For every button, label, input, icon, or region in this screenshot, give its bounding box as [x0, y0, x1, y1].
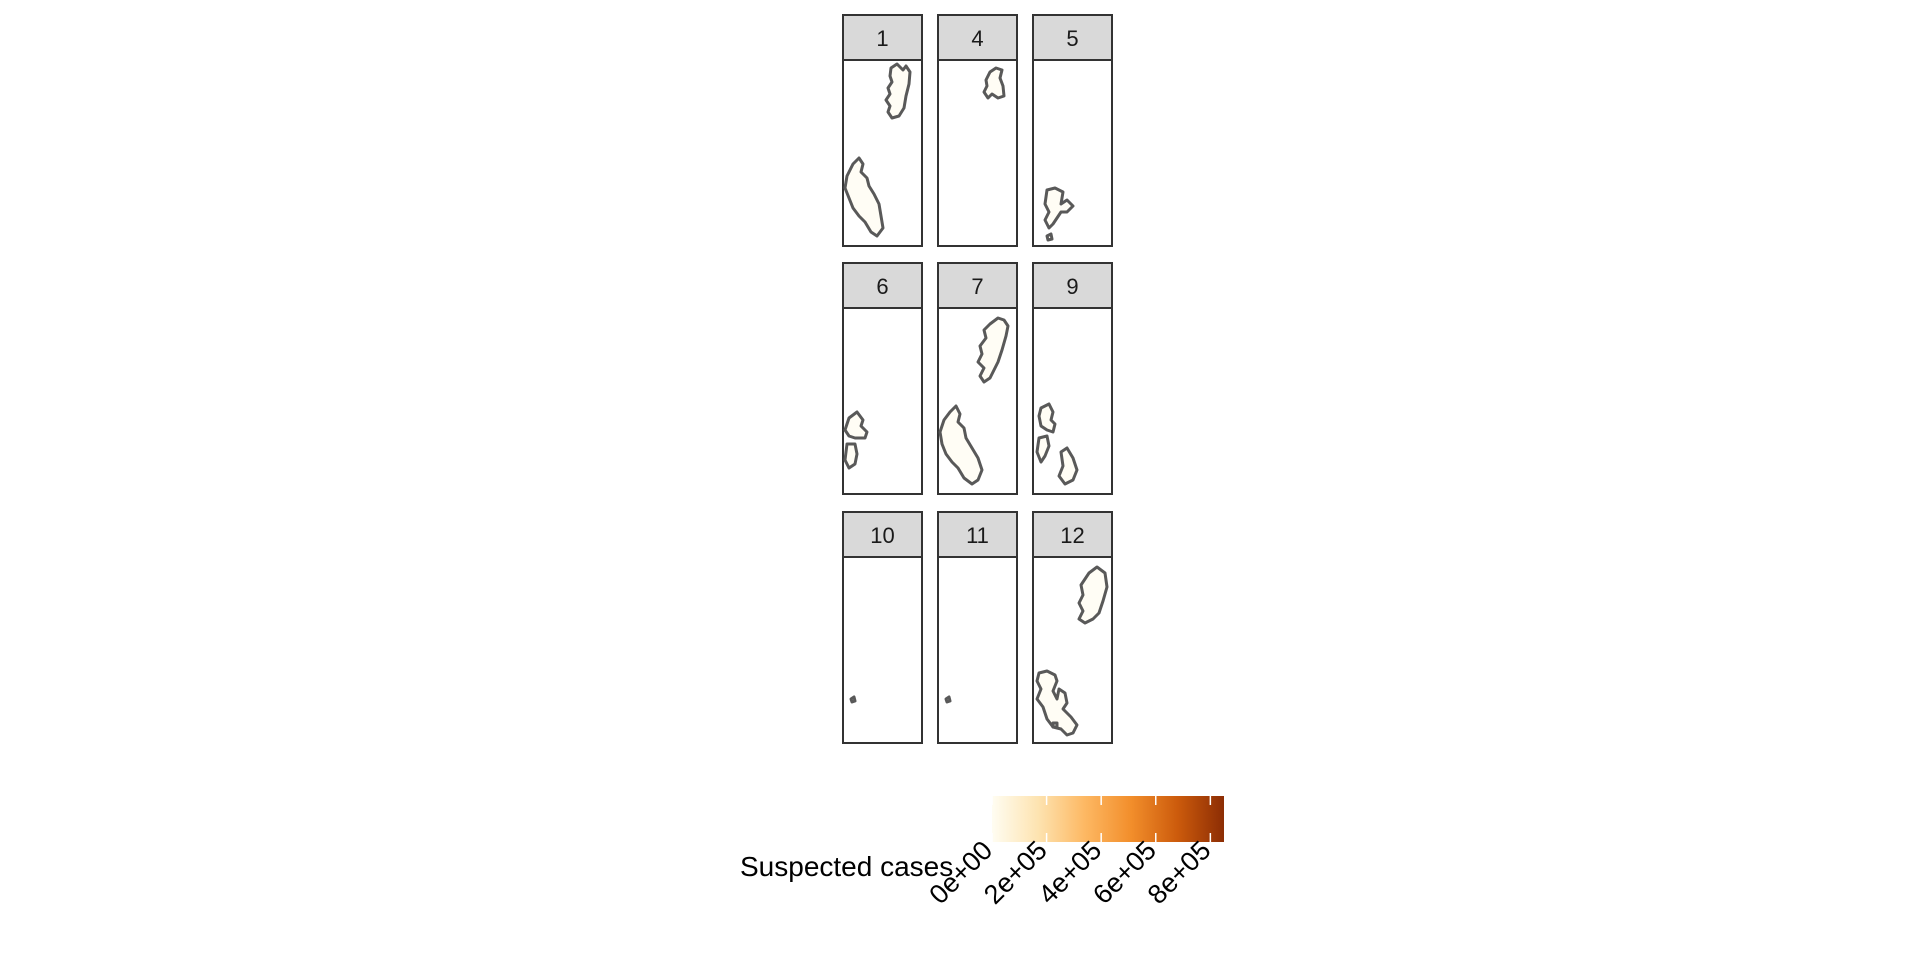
facet-label: 9	[1066, 274, 1078, 299]
facet-panel: 5	[1032, 14, 1113, 247]
facet-panel: 9	[1032, 262, 1113, 495]
region-outline	[944, 695, 952, 704]
region-outline	[1043, 186, 1075, 230]
facet-panel: 1	[842, 14, 923, 247]
region-outline	[1035, 434, 1051, 464]
facet-panel: 4	[937, 14, 1018, 247]
facet-panel: 7	[937, 262, 1018, 495]
facet-strip	[1032, 262, 1113, 309]
region-outline	[976, 316, 1010, 384]
region-outline	[1057, 446, 1079, 486]
facet-label: 11	[966, 523, 989, 548]
facet-strip	[937, 511, 1018, 558]
legend-title: Suspected cases	[740, 851, 953, 882]
facet-label: 12	[1060, 523, 1084, 548]
region-outline	[884, 62, 912, 120]
facet-panel-border	[842, 59, 923, 247]
region-outline	[1035, 669, 1079, 737]
region-outline	[843, 442, 859, 470]
facet-label: 5	[1066, 26, 1078, 51]
region-outline	[1037, 402, 1057, 434]
legend: Suspected cases 0e+002e+054e+056e+058e+0…	[740, 796, 1224, 910]
facet-strip	[842, 262, 923, 309]
legend-tick-label: 8e+05	[1142, 835, 1217, 910]
facet-strip	[842, 511, 923, 558]
facet-label: 7	[971, 274, 983, 299]
region-outline	[982, 66, 1006, 100]
facet-panel: 12	[1032, 511, 1113, 744]
facet-label: 4	[971, 26, 983, 51]
region-outline	[843, 410, 869, 440]
legend-color-bar	[992, 796, 1224, 842]
facet-panel-border	[937, 59, 1018, 247]
facet-panel: 11	[937, 511, 1018, 744]
facet-panels: 1 4 5 6 7 9 10 11 12	[842, 14, 1113, 744]
region-outline	[849, 695, 857, 704]
facet-panel: 10	[842, 511, 923, 744]
facet-strip	[842, 14, 923, 61]
facet-panel-border	[842, 556, 923, 744]
facet-strip	[937, 262, 1018, 309]
region-outline	[938, 404, 984, 486]
region-outline	[1051, 721, 1059, 729]
region-outline	[1077, 565, 1109, 625]
facet-label: 6	[876, 274, 888, 299]
facet-panel: 6	[842, 262, 923, 495]
region-outline	[843, 156, 885, 238]
facet-label: 10	[870, 523, 894, 548]
region-outline	[1045, 232, 1054, 242]
facet-panel-border	[937, 556, 1018, 744]
facet-label: 1	[876, 26, 888, 51]
facet-panel-border	[842, 307, 923, 495]
